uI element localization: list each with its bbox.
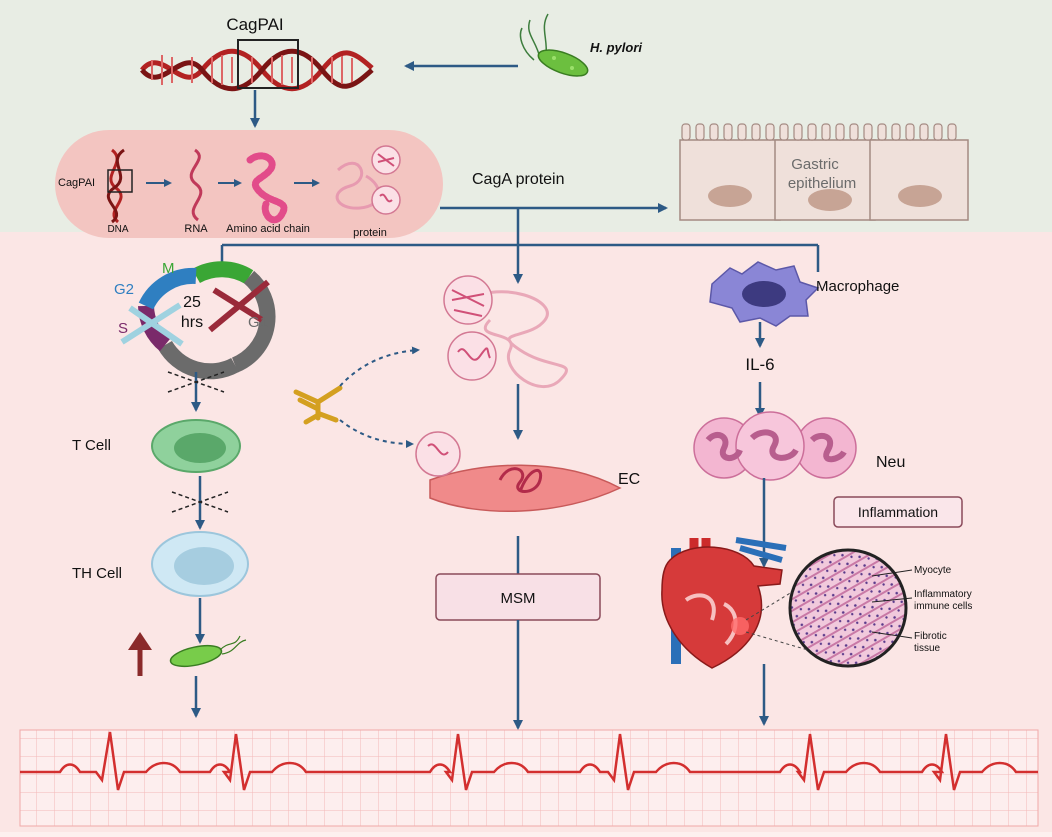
endothelial-cell-icon: [429, 464, 622, 512]
myocardium-zoom-circle: [788, 548, 908, 668]
inflammatory-pointer: [871, 597, 913, 603]
gastric-epithelium-cells: [679, 123, 969, 221]
msm-label: MSM: [501, 590, 536, 607]
dna-double-helix: [140, 48, 374, 92]
cycle-g2-label: G2: [114, 281, 134, 298]
ec-label: EC: [618, 471, 640, 488]
inflammation-box: [833, 496, 963, 528]
ec-zoom-detail: [427, 443, 449, 456]
rna-label: RNA: [184, 223, 208, 235]
cycle-hours-unit: hrs: [181, 314, 203, 331]
dashed-arrow-antibody-to-protein: [339, 346, 420, 387]
myocyte-pointer: [871, 569, 913, 577]
h-pylori-small-icon: [169, 635, 247, 668]
ecg-trace: [20, 731, 1038, 791]
gastric-label-line1: Gastric: [791, 156, 839, 173]
antibody-icon: [293, 385, 343, 425]
rna-strand-icon: [189, 148, 203, 222]
il6-label: IL-6: [745, 355, 774, 374]
cycle-hours-number: 25: [183, 294, 201, 311]
t-cell-label: T Cell: [72, 437, 111, 454]
caga-protein-label: CagA protein: [472, 171, 565, 188]
zoom-connector-lower: [745, 631, 809, 651]
small-cagpai-box: [107, 169, 133, 193]
protein-label: protein: [353, 227, 387, 239]
small-cagpai-label: CagPAI: [58, 177, 95, 189]
t-cell-nucleus-icon: [174, 433, 226, 463]
th-cell-nucleus-icon: [174, 547, 234, 585]
inflammation-label: Inflammation: [858, 504, 938, 520]
g1-block-cross-b: [212, 287, 264, 323]
caga-folded-protein-icon: [443, 275, 568, 388]
block-x-1: [167, 371, 225, 393]
zoom-connector-upper: [745, 591, 793, 621]
fibrotic-label-line2: tissue: [914, 643, 941, 654]
s-block-cross-b: [128, 305, 184, 347]
h-pylori-bacterium-icon: [519, 13, 589, 77]
cycle-g1-label: G1: [248, 314, 268, 331]
inflammatory-label-line1: Inflammatory: [914, 589, 972, 600]
inflammatory-label-line2: immune cells: [914, 601, 972, 612]
fibrotic-label-line1: Fibrotic: [914, 631, 947, 642]
amino-acid-chain-label: Amino acid chain: [226, 223, 310, 235]
macrophage-icon: [709, 261, 820, 327]
dna-label: DNA: [107, 224, 128, 235]
cagpai-top-label: CagPAI: [226, 15, 283, 34]
ecg-grid: [19, 729, 1039, 827]
cycle-m-label: M: [162, 260, 175, 277]
ec-zoom-circle-icon: [415, 431, 461, 477]
th-cell-label: TH Cell: [72, 565, 122, 582]
fibrotic-pointer: [871, 631, 913, 639]
increase-arrow-icon: [128, 632, 152, 676]
folded-protein-icon: [335, 145, 401, 215]
expression-panel: [55, 130, 443, 238]
h-pylori-label: H. pylori: [590, 40, 642, 55]
cycle-s-label: S: [118, 320, 128, 337]
myocyte-label: Myocyte: [914, 565, 952, 576]
block-x-2: [171, 491, 229, 513]
neutrophils-icon: [693, 411, 857, 481]
gastric-label-line2: epithelium: [788, 175, 856, 192]
amino-acid-chain-icon: [246, 152, 288, 224]
neu-label: Neu: [876, 454, 905, 471]
cagpai-highlight-box: [237, 39, 299, 89]
ec-bound-protein-icon: [498, 467, 543, 493]
macrophage-label: Macrophage: [816, 278, 899, 295]
small-dna-icon: [106, 148, 125, 224]
heart-icon: [661, 537, 787, 669]
